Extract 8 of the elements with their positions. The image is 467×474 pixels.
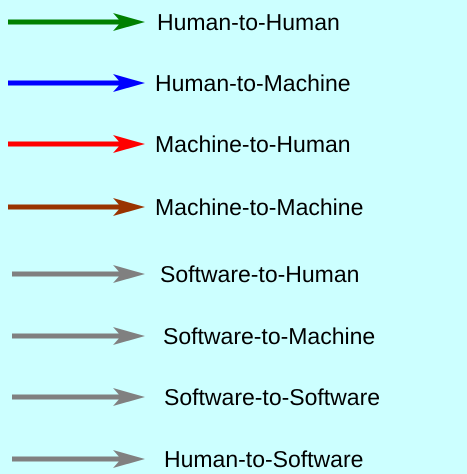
legend-label: Software-to-Human xyxy=(160,260,360,288)
legend-label: Human-to-Software xyxy=(164,445,364,473)
legend-label: Software-to-Machine xyxy=(163,322,376,350)
legend-label: Machine-to-Machine xyxy=(155,193,364,221)
legend-label: Human-to-Human xyxy=(157,8,340,36)
legend-label: Software-to-Software xyxy=(164,383,380,411)
legend-label: Human-to-Machine xyxy=(155,69,351,97)
legend-label: Machine-to-Human xyxy=(155,130,351,158)
